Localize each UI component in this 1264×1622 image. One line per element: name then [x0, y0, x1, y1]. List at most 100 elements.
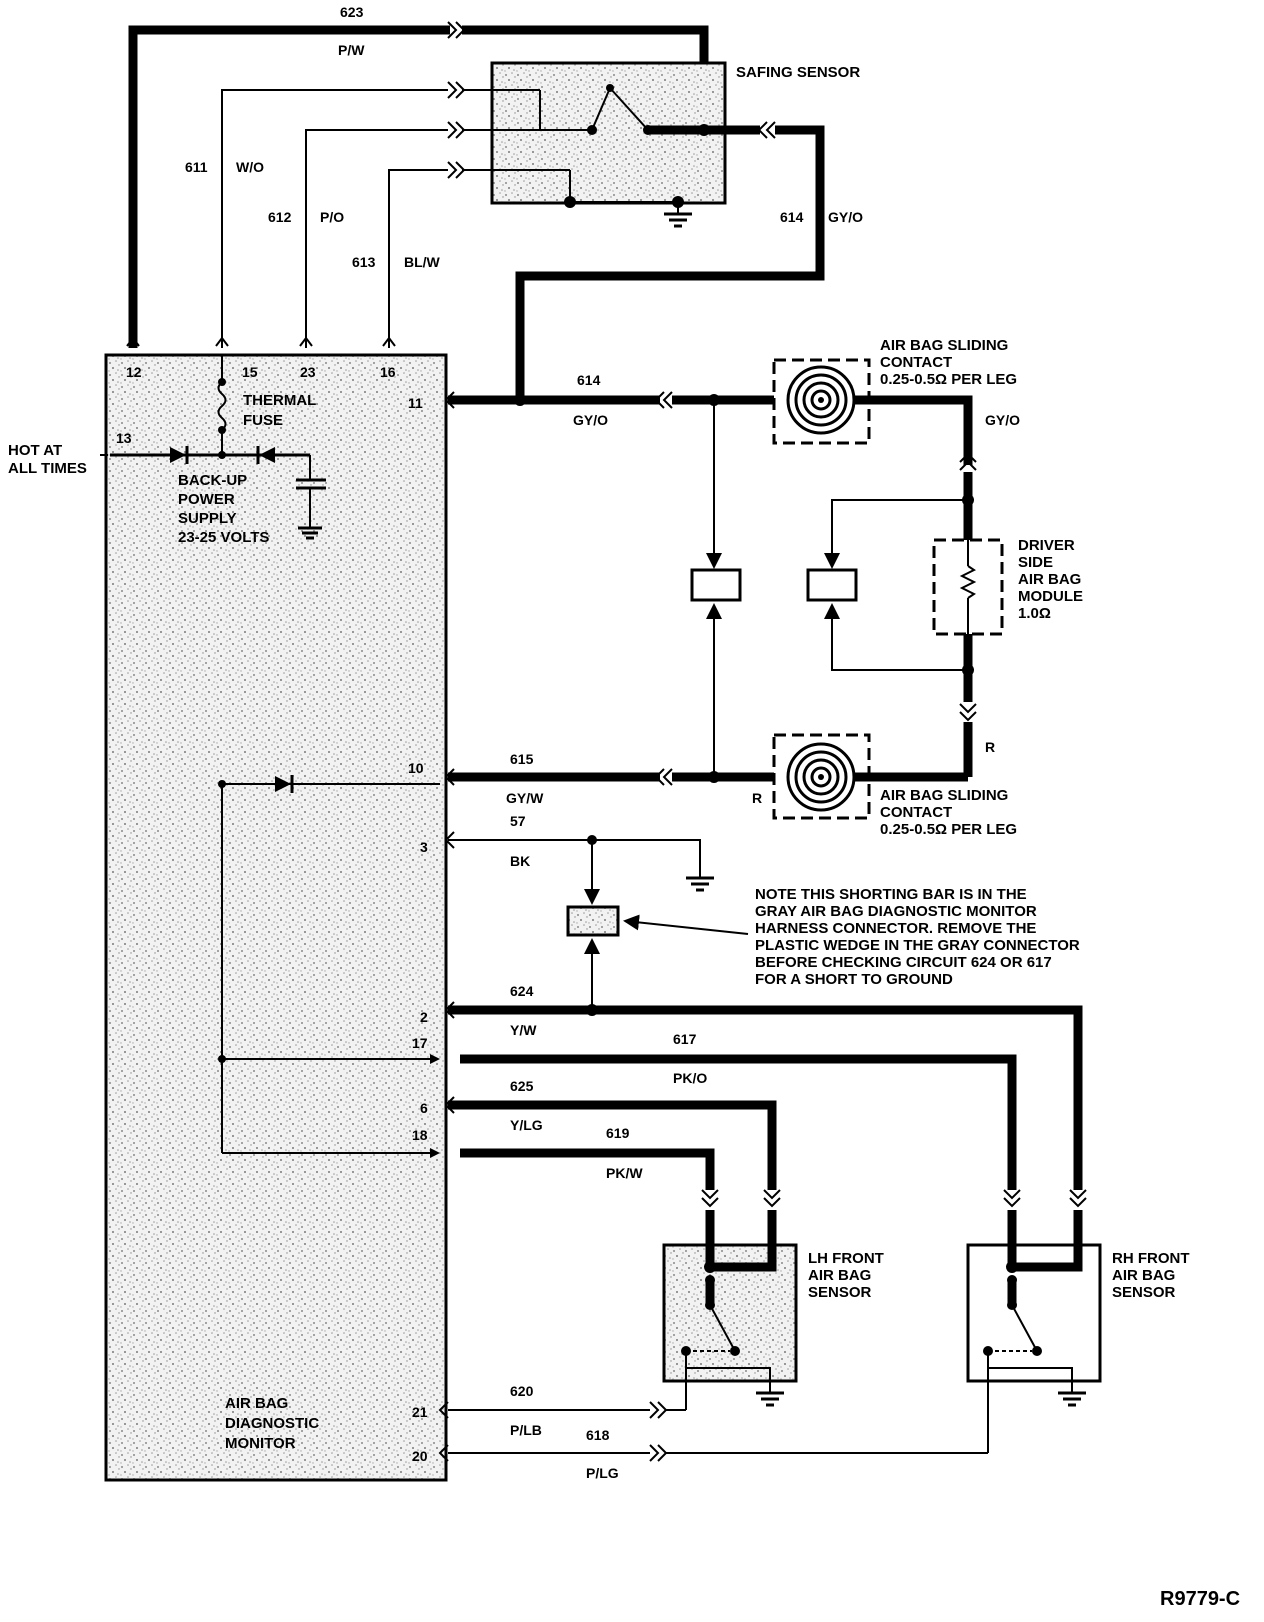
rh-front-sensor: RH FRONT AIR BAG SENSOR [966, 1210, 1190, 1453]
wire-625: 625 Y/LG [448, 1078, 781, 1208]
fuse-label-1: THERMAL [243, 392, 316, 409]
wire-614-top-color: GY/O [828, 209, 863, 225]
rh-sensor-2: AIR BAG [1112, 1267, 1175, 1284]
driver-module-1: DRIVER [1018, 537, 1075, 554]
monitor-label-1: AIR BAG [225, 1395, 288, 1412]
wire-615-number: 615 [510, 751, 534, 767]
lh-sensor-2: AIR BAG [808, 1267, 871, 1284]
wire-624: 624 Y/W [448, 983, 1087, 1208]
wire-623-number: 623 [340, 4, 364, 20]
pin-6: 6 [420, 1100, 428, 1116]
driver-air-bag-module: DRIVER SIDE AIR BAG MODULE 1.0Ω R [932, 472, 1083, 777]
wire-614: 614 GY/O [448, 372, 790, 428]
shorting-bar [566, 905, 749, 1010]
sliding-contact-bottom-3: 0.25-0.5Ω PER LEG [880, 821, 1017, 838]
backup-label-4: 23-25 VOLTS [178, 529, 269, 546]
wire-gyo-right-label: GY/O [985, 412, 1020, 428]
wire-613: 613 BL/W [352, 161, 466, 348]
note-line-4: PLASTIC WEDGE IN THE GRAY CONNECTOR [755, 937, 1080, 954]
wire-620-number: 620 [510, 1383, 534, 1399]
pin-12: 12 [126, 364, 142, 380]
wire-618-number: 618 [586, 1427, 610, 1443]
wire-614-number: 614 [577, 372, 601, 388]
pin-13: 13 [116, 430, 132, 446]
sliding-contact-bottom-1: AIR BAG SLIDING [880, 787, 1008, 804]
wire-620: 620 P/LB [438, 1383, 686, 1438]
driver-module-3: AIR BAG [1018, 571, 1081, 588]
wire-r-bottom-label: R [752, 790, 762, 806]
wire-611-number: 611 [185, 159, 208, 175]
wire-57-color: BK [510, 853, 530, 869]
wire-619-number: 619 [606, 1125, 630, 1141]
backup-label-1: BACK-UP [178, 472, 247, 489]
sliding-contact-top: AIR BAG SLIDING CONTACT 0.25-0.5Ω PER LE… [772, 337, 1017, 445]
wire-57-number: 57 [510, 813, 526, 829]
pin-18: 18 [412, 1127, 428, 1143]
pin-23: 23 [300, 364, 316, 380]
wire-615-color: GY/W [506, 790, 544, 806]
wire-625-color: Y/LG [510, 1117, 543, 1133]
monitor-edge-arrows [444, 391, 455, 1114]
wire-620-color: P/LB [510, 1422, 542, 1438]
pin-11: 11 [408, 395, 423, 411]
driver-module-2: SIDE [1018, 554, 1053, 571]
sliding-contact-top-2: CONTACT [880, 354, 952, 371]
wire-619: 619 PK/W [460, 1125, 719, 1208]
note-line-3: HARNESS CONNECTOR. REMOVE THE [755, 920, 1036, 937]
wire-614-color: GY/O [573, 412, 608, 428]
sense-block-right [806, 499, 968, 671]
rh-sensor-3: SENSOR [1112, 1284, 1176, 1301]
wire-623-color: P/W [338, 42, 365, 58]
lh-sensor-3: SENSOR [808, 1284, 872, 1301]
wire-613-number: 613 [352, 254, 376, 270]
pin-16: 16 [380, 364, 396, 380]
pin-17: 17 [412, 1035, 428, 1051]
wire-615: 615 GY/W R [448, 751, 790, 806]
wire-617-color: PK/O [673, 1070, 707, 1086]
sliding-contact-top-1: AIR BAG SLIDING [880, 337, 1008, 354]
wire-gyo-right: GY/O [855, 395, 1020, 471]
wire-619-color: PK/W [606, 1165, 643, 1181]
hot-label-1: HOT AT [8, 442, 62, 459]
sliding-contact-bottom-2: CONTACT [880, 804, 952, 821]
wire-624-color: Y/W [510, 1022, 537, 1038]
wire-614-top-number: 614 [780, 209, 804, 225]
wire-r-right-label: R [985, 739, 995, 755]
wire-611-color: W/O [236, 159, 264, 175]
note-line-6: FOR A SHORT TO GROUND [755, 971, 953, 988]
wire-625-number: 625 [510, 1078, 534, 1094]
wire-617: 617 PK/O [460, 1031, 1021, 1208]
safing-sensor-label: SAFING SENSOR [736, 64, 860, 81]
note-line-2: GRAY AIR BAG DIAGNOSTIC MONITOR [755, 903, 1037, 920]
diagnostic-monitor: AIR BAG DIAGNOSTIC MONITOR 12 15 23 16 1… [104, 353, 448, 1482]
wire-618-color: P/LG [586, 1465, 619, 1481]
pin-21: 21 [412, 1404, 428, 1420]
sense-block-left [690, 400, 742, 777]
sliding-contact-bottom: AIR BAG SLIDING CONTACT 0.25-0.5Ω PER LE… [772, 733, 1017, 838]
shorting-bar-note: NOTE THIS SHORTING BAR IS IN THE GRAY AI… [755, 886, 1080, 988]
note-line-1: NOTE THIS SHORTING BAR IS IN THE [755, 886, 1027, 903]
wire-612-color: P/O [320, 209, 344, 225]
pin-2: 2 [420, 1009, 428, 1025]
wire-611: 611 W/O [185, 81, 466, 348]
backup-power-supply: BACK-UP POWER SUPPLY 23-25 VOLTS [110, 446, 326, 546]
driver-module-4: MODULE [1018, 588, 1083, 605]
note-line-5: BEFORE CHECKING CIRCUIT 624 OR 617 [755, 954, 1052, 971]
wire-614-top: 614 GY/O [515, 121, 863, 400]
monitor-label-2: DIAGNOSTIC [225, 1415, 319, 1432]
pin-20: 20 [412, 1448, 428, 1464]
safing-sensor: SAFING SENSOR [462, 61, 860, 228]
wire-618: 618 P/LG [438, 1427, 988, 1481]
figure-id: R9779-C [1160, 1588, 1240, 1610]
monitor-label-3: MONITOR [225, 1435, 296, 1452]
pin-10: 10 [408, 760, 424, 776]
lh-front-sensor: LH FRONT AIR BAG SENSOR [662, 1210, 884, 1410]
fuse-label-2: FUSE [243, 412, 283, 429]
wire-624-number: 624 [510, 983, 534, 999]
wire-612: 612 P/O [268, 121, 466, 348]
backup-label-2: POWER [178, 491, 235, 508]
pin-3: 3 [420, 839, 428, 855]
backup-label-3: SUPPLY [178, 510, 237, 527]
internal-diode-branch [218, 775, 440, 1158]
